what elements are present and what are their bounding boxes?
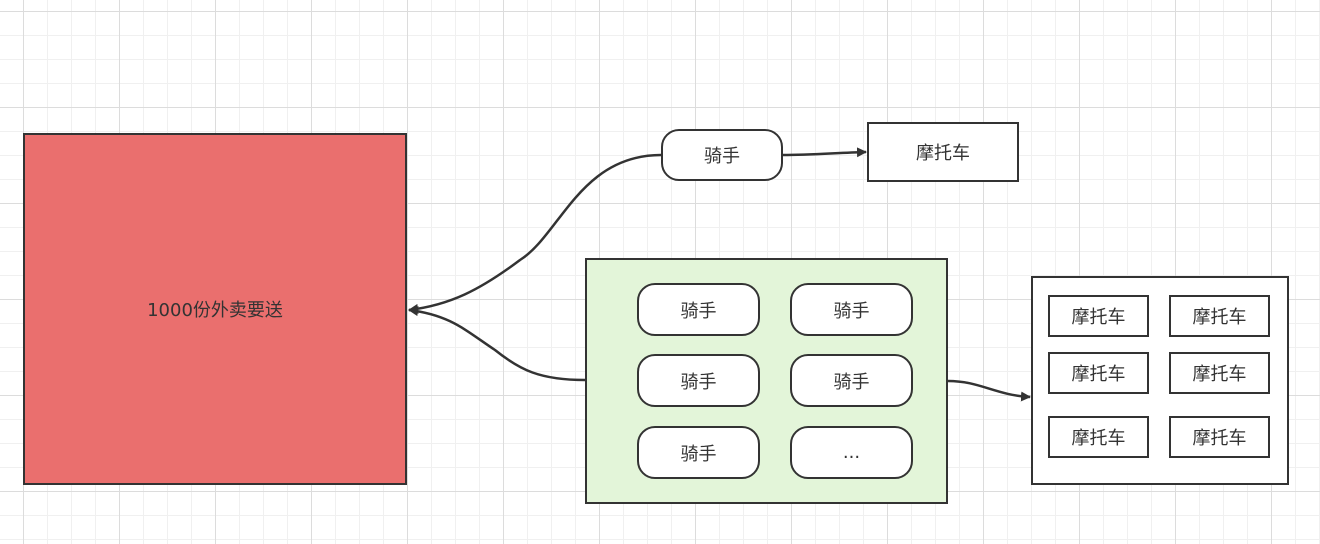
target-label: 1000份外卖要送 xyxy=(147,300,283,321)
pool-vehicle-label: 摩托车 xyxy=(1192,428,1247,449)
pool-rider-label: 骑手 xyxy=(680,443,717,465)
pool-rider-label: 骑手 xyxy=(680,300,717,322)
pool-rider-label: 骑手 xyxy=(833,300,870,322)
target-node[interactable]: 1000份外卖要送 xyxy=(23,133,407,485)
edge-pool-to-vehicles xyxy=(947,379,1031,402)
pool-vehicle-node[interactable]: 摩托车 xyxy=(1169,416,1270,458)
pool-vehicle-node[interactable]: 摩托车 xyxy=(1048,295,1149,337)
single-vehicle-node[interactable]: 摩托车 xyxy=(867,122,1019,182)
edge-rider-to-vehicle xyxy=(782,147,867,158)
pool-vehicle-node[interactable]: 摩托车 xyxy=(1048,416,1149,458)
pool-vehicle-label: 摩托车 xyxy=(1071,428,1126,449)
pool-vehicle-label: 摩托车 xyxy=(1071,307,1126,328)
single-rider-node[interactable]: 骑手 xyxy=(661,129,783,181)
pool-vehicle-node[interactable]: 摩托车 xyxy=(1169,295,1270,337)
pool-ellipsis-label: ... xyxy=(842,442,861,463)
pool-ellipsis-node[interactable]: ... xyxy=(790,426,913,479)
single-vehicle-label: 摩托车 xyxy=(916,143,970,164)
pool-rider-label: 骑手 xyxy=(833,371,870,393)
pool-vehicle-node[interactable]: 摩托车 xyxy=(1048,352,1149,394)
pool-vehicle-label: 摩托车 xyxy=(1192,364,1247,385)
pool-rider-node[interactable]: 骑手 xyxy=(637,283,760,336)
pool-vehicle-label: 摩托车 xyxy=(1071,364,1126,385)
pool-rider-node[interactable]: 骑手 xyxy=(637,354,760,407)
pool-rider-node[interactable]: 骑手 xyxy=(637,426,760,479)
pool-rider-node[interactable]: 骑手 xyxy=(790,283,913,336)
edge-pool-to-target xyxy=(408,306,586,382)
single-rider-label: 骑手 xyxy=(704,146,740,167)
pool-vehicle-node[interactable]: 摩托车 xyxy=(1169,352,1270,394)
edge-rider-to-target xyxy=(408,153,662,314)
pool-rider-node[interactable]: 骑手 xyxy=(790,354,913,407)
pool-vehicle-label: 摩托车 xyxy=(1192,307,1247,328)
pool-rider-label: 骑手 xyxy=(680,371,717,393)
